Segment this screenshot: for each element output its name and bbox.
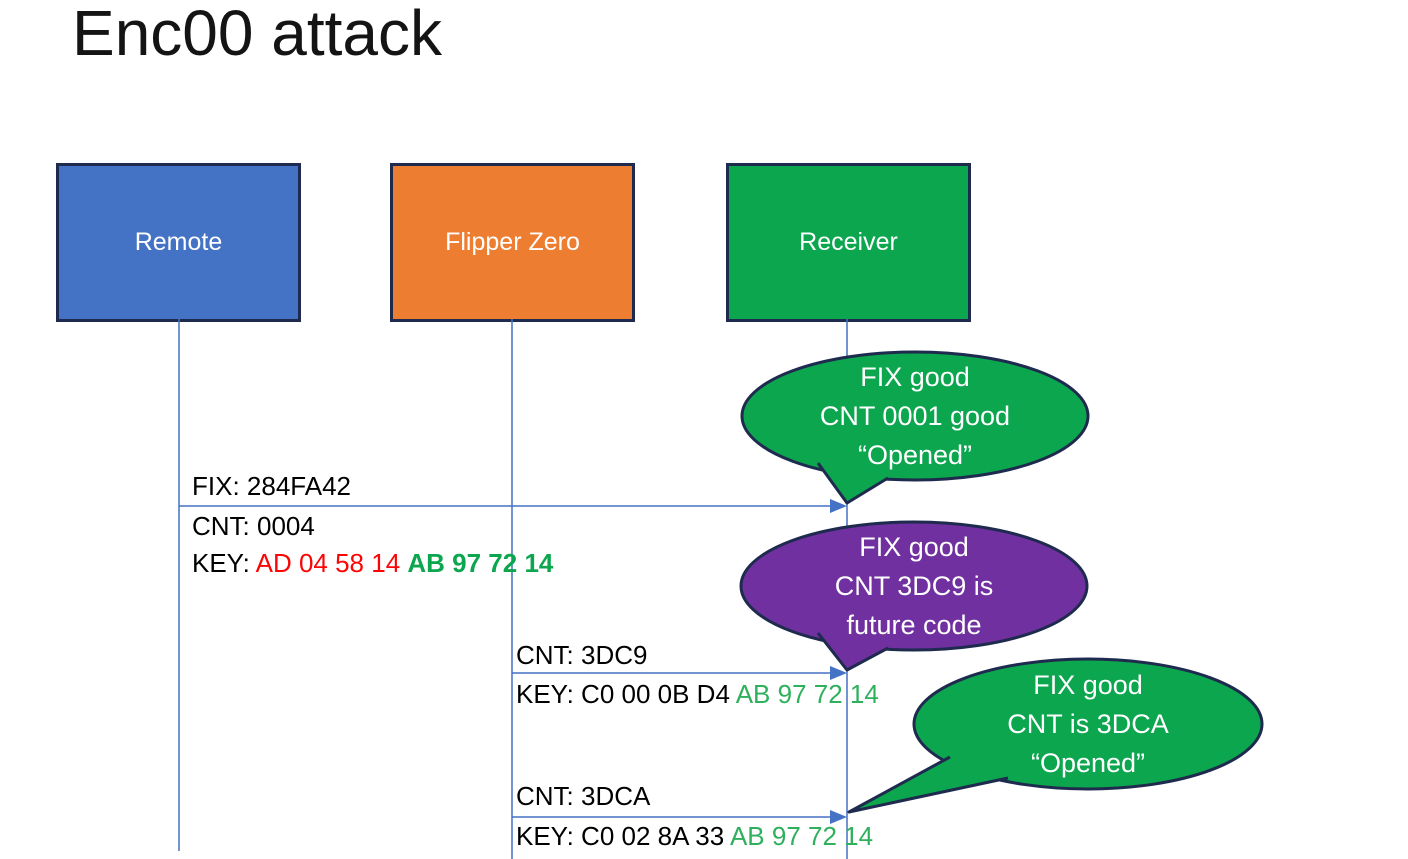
- bubble-2-line-2: CNT 3DC9 is: [834, 571, 994, 601]
- bubble-1-line-2: CNT 0001 good: [819, 401, 1011, 431]
- bubble-3-line-3: “Opened”: [1030, 748, 1146, 778]
- message-1-key-label: KEY: AD 04 58 14 AB 97 72 14: [192, 547, 553, 579]
- speech-bubble-1-tail: [816, 462, 889, 505]
- message-3-key-label: KEY: C0 02 8A 33 AB 97 72 14: [516, 820, 873, 852]
- actor-box-flipper-zero: Flipper Zero: [390, 163, 635, 322]
- message-3-arrowhead-icon: [830, 810, 847, 824]
- speech-bubble-2-text: FIX good CNT 3DC9 is future code: [741, 528, 1087, 645]
- bubble-1-line-3: “Opened”: [857, 440, 973, 470]
- message-1-arrowhead-icon: [830, 499, 847, 513]
- message-3-key-prefix: KEY: C0 02 8A 33: [516, 821, 730, 851]
- message-1-key-prefix: KEY:: [192, 548, 256, 578]
- actor-box-receiver: Receiver: [726, 163, 971, 322]
- message-1-key-green-bytes: AB 97 72 14: [407, 548, 554, 578]
- message-1-fix-label: FIX: 284FA42: [192, 470, 351, 502]
- message-1-key-red-bytes: AD 04 58 14: [255, 548, 408, 578]
- speech-bubble-2-tail: [816, 632, 889, 672]
- message-2-cnt-value: CNT: 3DC9: [516, 640, 648, 670]
- message-1-cnt-label: CNT: 0004: [192, 510, 315, 542]
- message-1-fix-value: FIX: 284FA42: [192, 471, 351, 501]
- message-1-cnt-value: CNT: 0004: [192, 511, 315, 541]
- message-2-cnt-label: CNT: 3DC9: [516, 639, 647, 671]
- bubble-2-line-3: future code: [846, 610, 982, 640]
- message-2-key-prefix: KEY: C0 00 0B D4: [516, 679, 736, 709]
- message-3-cnt-label: CNT: 3DCA: [516, 780, 650, 812]
- message-3-cnt-value: CNT: 3DCA: [516, 781, 651, 811]
- actor-label-flipper-zero: Flipper Zero: [445, 228, 580, 256]
- bubble-1-line-1: FIX good: [860, 362, 970, 392]
- speech-bubble-3-ellipse: [912, 657, 1264, 791]
- bubble-2-line-1: FIX good: [859, 532, 969, 562]
- actor-label-remote: Remote: [134, 228, 223, 256]
- message-2-key-label: KEY: C0 00 0B D4 AB 97 72 14: [516, 678, 879, 710]
- bubble-3-line-2: CNT is 3DCA: [1007, 709, 1169, 739]
- message-2-key-green-bytes: AB 97 72 14: [735, 679, 879, 709]
- actor-box-remote: Remote: [56, 163, 301, 322]
- message-2-arrowhead-icon: [830, 666, 847, 680]
- page-title: Enc00 attack: [72, 0, 442, 69]
- speech-bubble-3-text: FIX good CNT is 3DCA “Opened”: [915, 666, 1261, 783]
- message-3-key-green-bytes: AB 97 72 14: [729, 821, 874, 851]
- bubble-3-line-1: FIX good: [1033, 670, 1143, 700]
- speech-bubble-1-text: FIX good CNT 0001 good “Opened”: [742, 358, 1088, 475]
- speech-bubble-1-ellipse: [740, 350, 1090, 482]
- actor-label-receiver: Receiver: [799, 228, 898, 256]
- speech-bubble-3-tail: [847, 755, 1009, 814]
- speech-bubble-2-ellipse: [739, 520, 1089, 652]
